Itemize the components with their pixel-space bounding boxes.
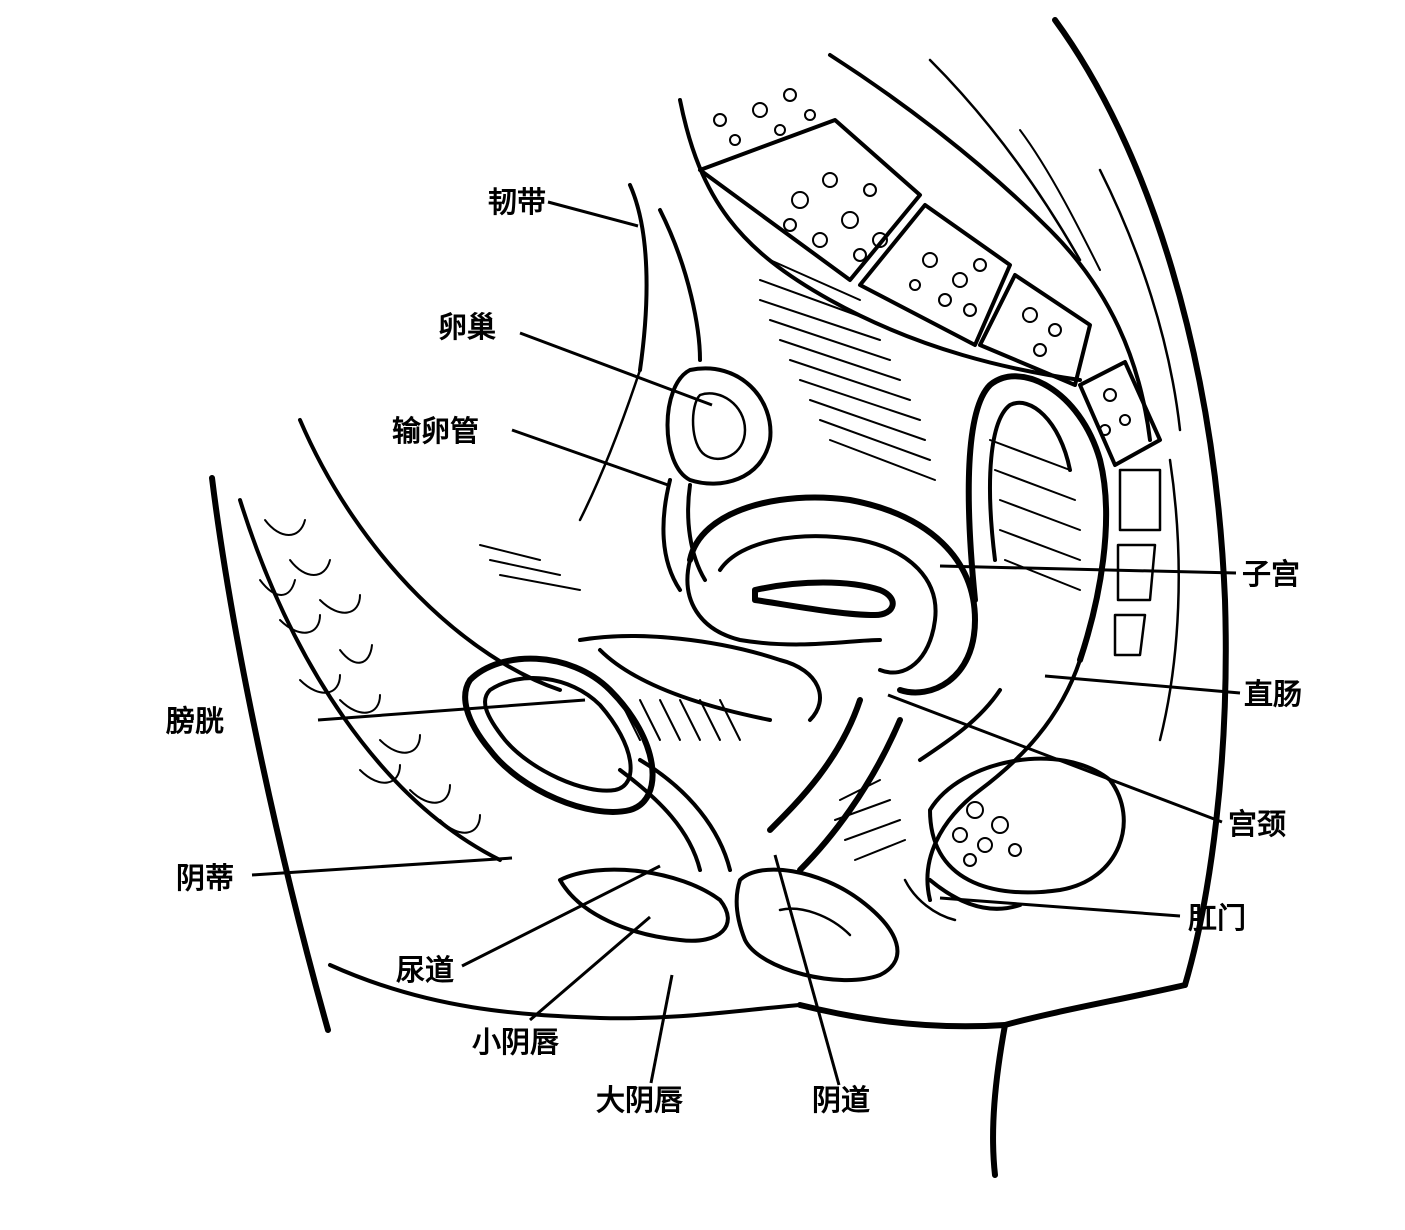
leader-fallopian-tube [511, 428, 669, 487]
leader-mons-pubis [251, 856, 513, 877]
leader-anus [939, 896, 1181, 918]
shading [479, 259, 1081, 861]
bladder [462, 655, 656, 815]
urethra [618, 758, 732, 872]
pubic-fat [259, 519, 481, 834]
vaginal-canal [578, 634, 903, 873]
label-urethra: 尿道 [396, 953, 454, 987]
label-labia-minora: 小阴唇 [472, 1025, 559, 1059]
label-labia-majora: 大阴唇 [596, 1083, 683, 1117]
fallopian-tube [661, 478, 707, 592]
rectal-ampulla [928, 756, 1126, 895]
leader-labia-majora [649, 974, 674, 1084]
label-mons-pubis: 阴蒂 [176, 861, 234, 895]
label-cervix: 宫颈 [1228, 807, 1286, 841]
back-tissue [928, 58, 1182, 742]
leader-ovary [519, 331, 713, 407]
rectum [918, 373, 1110, 902]
leader-uterus [939, 564, 1237, 575]
label-bladder: 膀胱 [165, 704, 224, 738]
labels: 韧带 卵巢 输卵管 子宫 膀胱 直肠 宫颈 阴蒂 肛门 尿道 小阴唇 大阴唇 阴… [165, 185, 1302, 1117]
label-uterus: 子宫 [1242, 557, 1300, 591]
label-ovary: 卵巢 [438, 310, 496, 344]
leader-rectum [1044, 674, 1241, 695]
label-ligament: 韧带 [488, 185, 546, 219]
body-outline [209, 17, 1229, 1178]
leader-cervix [887, 693, 1223, 824]
uterus [685, 494, 978, 696]
pubic-wall [238, 418, 562, 862]
anus-region [903, 878, 1022, 922]
label-vagina: 阴道 [812, 1083, 870, 1117]
label-rectum: 直肠 [1244, 677, 1302, 711]
label-fallopian-tube: 输卵管 [392, 414, 479, 448]
label-anus: 肛门 [1188, 901, 1246, 935]
leader-labia-minora [529, 915, 651, 1022]
leader-vagina [773, 854, 841, 1086]
leader-ligament [547, 200, 639, 228]
leader-lines [251, 200, 1241, 1086]
leader-bladder [317, 698, 586, 722]
labia [558, 867, 900, 983]
leader-urethra [461, 864, 661, 968]
ligament [578, 183, 702, 522]
spine [678, 53, 1162, 657]
ovary [665, 366, 773, 486]
